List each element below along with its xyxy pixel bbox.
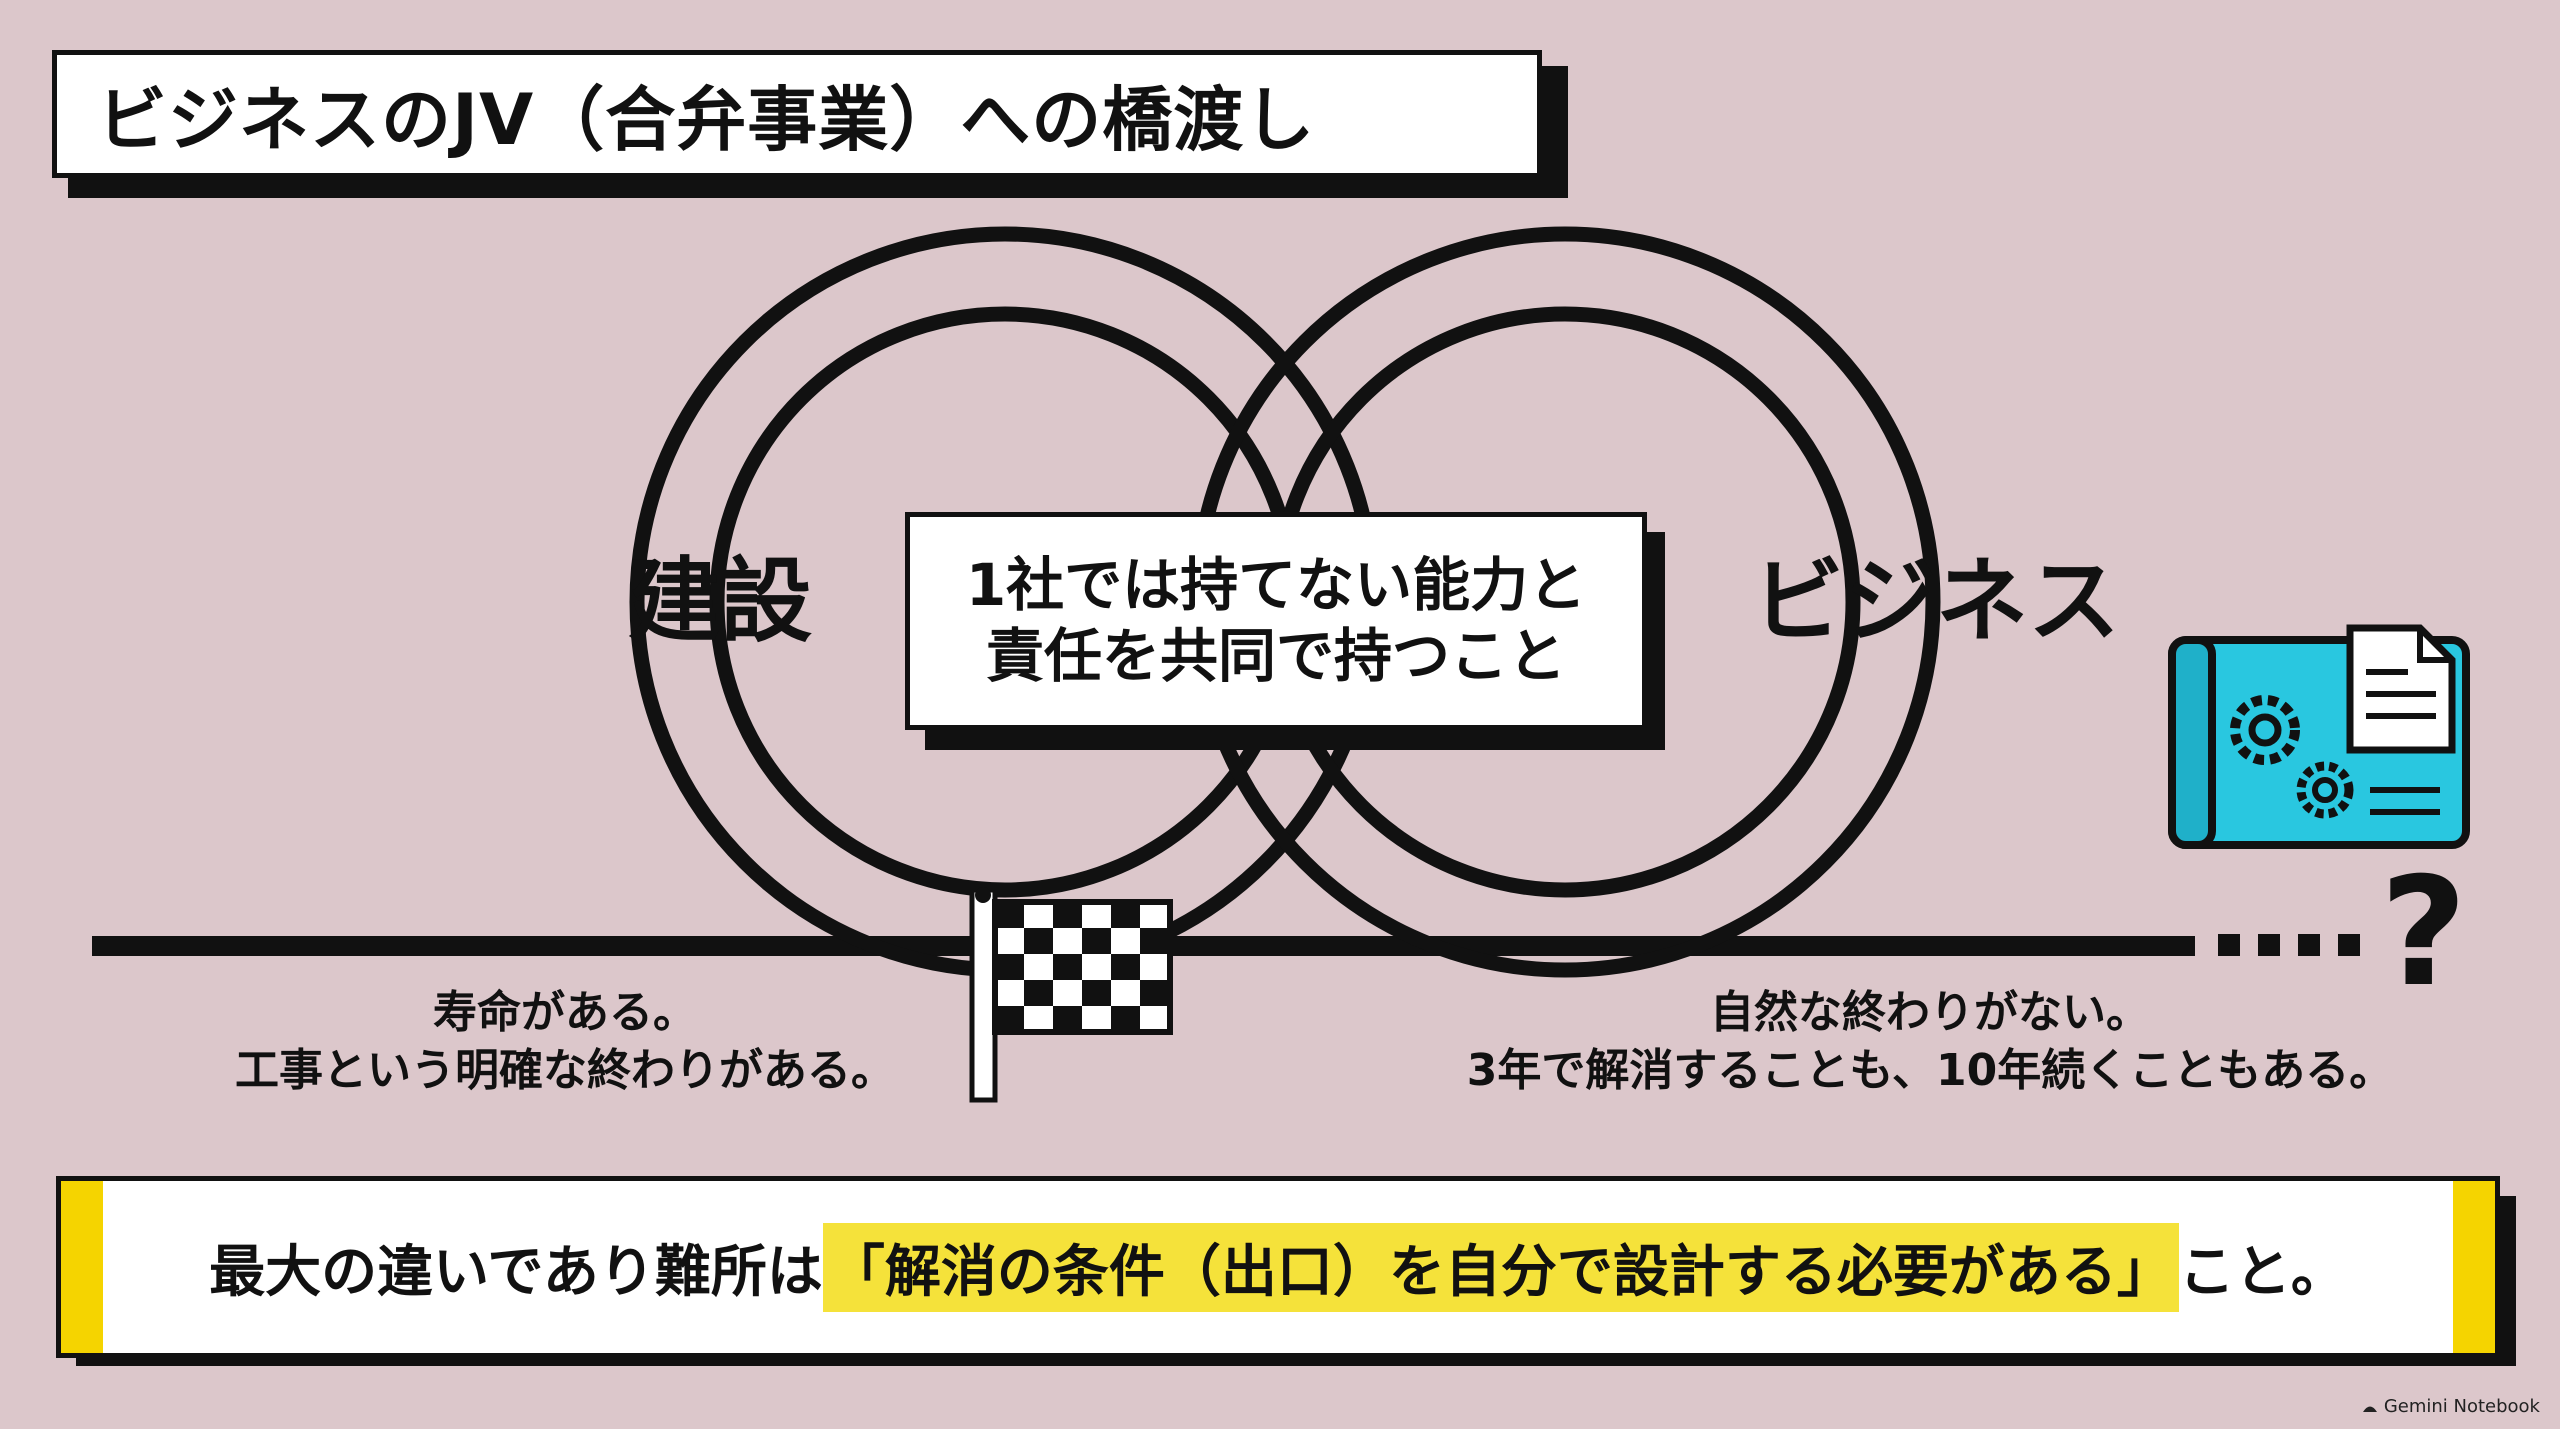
page-title: ビジネスのJV（合弁事業）への橋渡し: [52, 50, 1542, 178]
conclusion-suffix: こと。: [2178, 1239, 2347, 1305]
watermark-text: Gemini Notebook: [2383, 1396, 2540, 1417]
left-caption: 寿命がある。 工事という明確な終わりがある。: [205, 984, 925, 1100]
center-line-1: 1社では持てない能力と: [965, 551, 1587, 620]
center-line-2: 責任を共同で持つこと: [985, 622, 1566, 690]
checkered-flag-icon: [969, 887, 1173, 1103]
right-accent-stripe: [2453, 1181, 2495, 1353]
right-caption: 自然な終わりがない。 3年で解消することも、10年続くこともある。: [1440, 984, 2420, 1100]
left-label: 建設: [628, 548, 813, 655]
question-mark-icon: ?: [2380, 846, 2468, 1020]
blueprint-gears-icon: [2168, 624, 2470, 849]
conclusion-prefix: 最大の違いであり難所は: [209, 1239, 823, 1305]
conclusion-highlight: 「解消の条件（出口）を自分で設計する必要がある」: [822, 1222, 2179, 1312]
left-caption-line-2: 工事という明確な終わりがある。: [235, 1045, 895, 1097]
left-caption-line-1: 寿命がある。: [433, 987, 697, 1038]
notebook-logo-icon: [2362, 1406, 2377, 1412]
watermark: Gemini Notebook: [2362, 1396, 2540, 1417]
left-accent-stripe: [61, 1181, 103, 1353]
right-caption-line-1: 自然な終わりがない。: [1710, 987, 2150, 1038]
conclusion-box: 最大の違いであり難所は「解消の条件（出口）を自分で設計する必要がある」こと。: [56, 1176, 2500, 1358]
center-definition-box: 1社では持てない能力と 責任を共同で持つこと: [905, 512, 1647, 730]
right-caption-line-2: 3年で解消することも、10年続くこともある。: [1466, 1045, 2394, 1097]
timeline-dots: [2218, 934, 2360, 956]
right-label: ビジネス: [1752, 548, 2121, 655]
